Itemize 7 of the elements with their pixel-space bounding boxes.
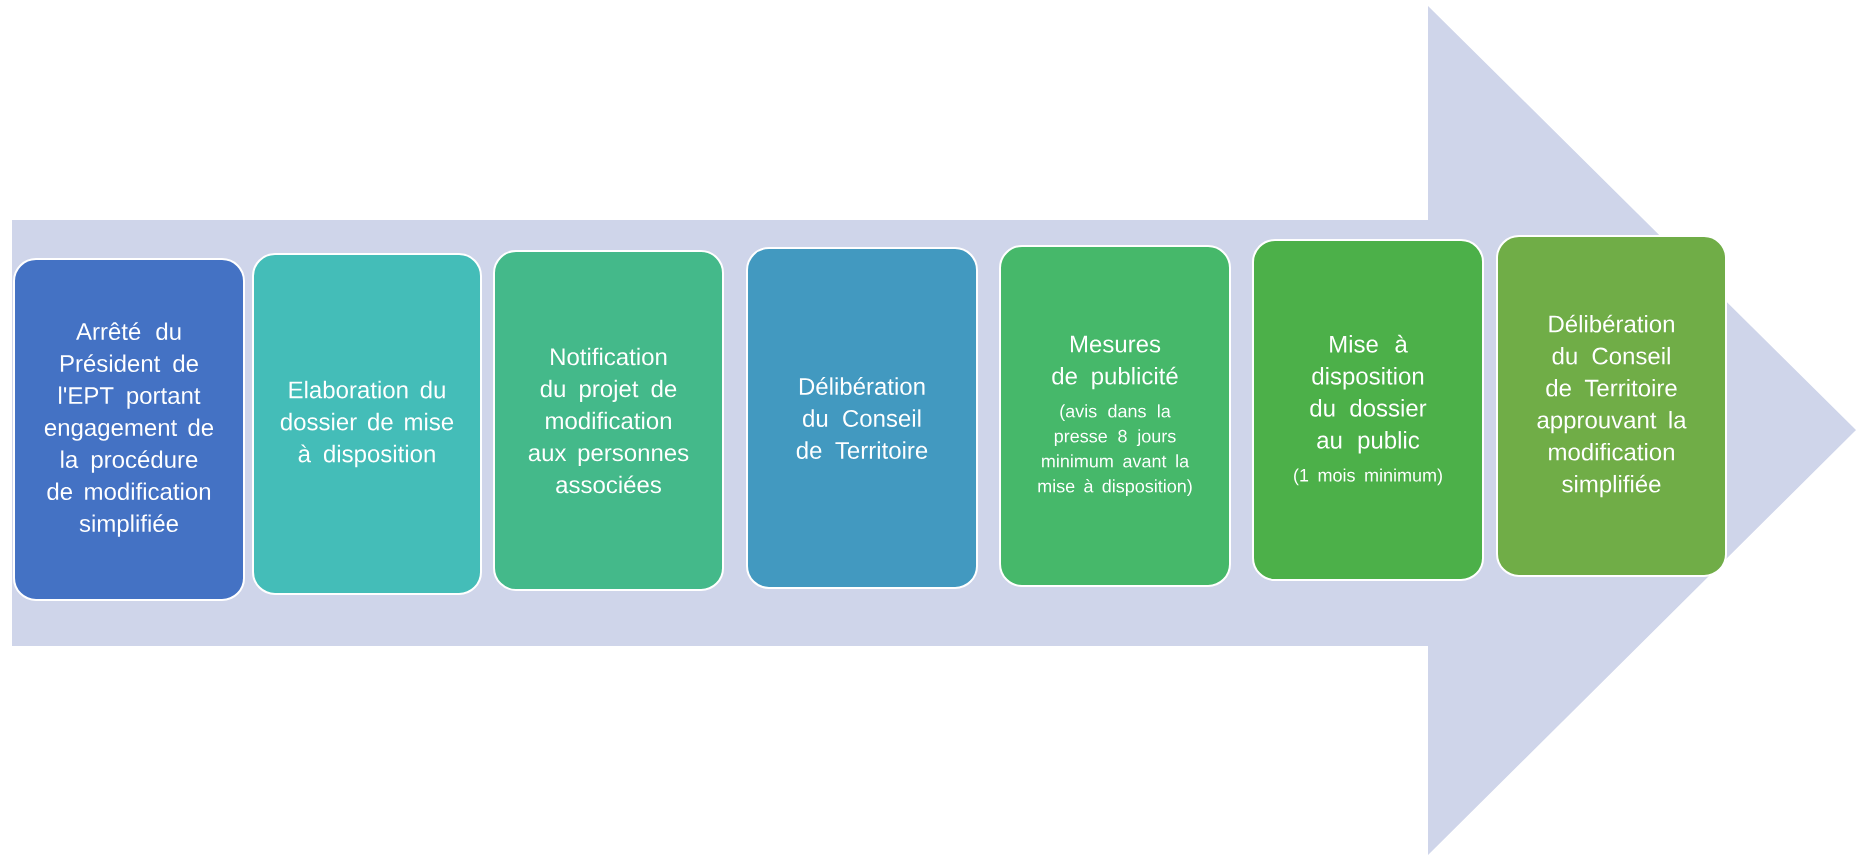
step-box: Elaboration du dossier de mise à disposition: [252, 253, 482, 595]
step-box: Arrêté du Président de l'EPT portant engagement de la procédure de modification simplifiée: [13, 258, 245, 601]
step-box: Mise à disposition du dossier au public (1 mois minimum): [1252, 239, 1484, 581]
step-box: Délibération du Conseil de Territoire: [746, 247, 978, 589]
step-box: Mesures de publicité (avis dans la presse 8 jours minimum avant la mise à disposition): [999, 245, 1231, 587]
step-box: Délibération du Conseil de Territoire approuvant la modification simplifiée: [1496, 235, 1727, 577]
step-box: Notification du projet de modification aux personnes associées: [493, 250, 724, 591]
